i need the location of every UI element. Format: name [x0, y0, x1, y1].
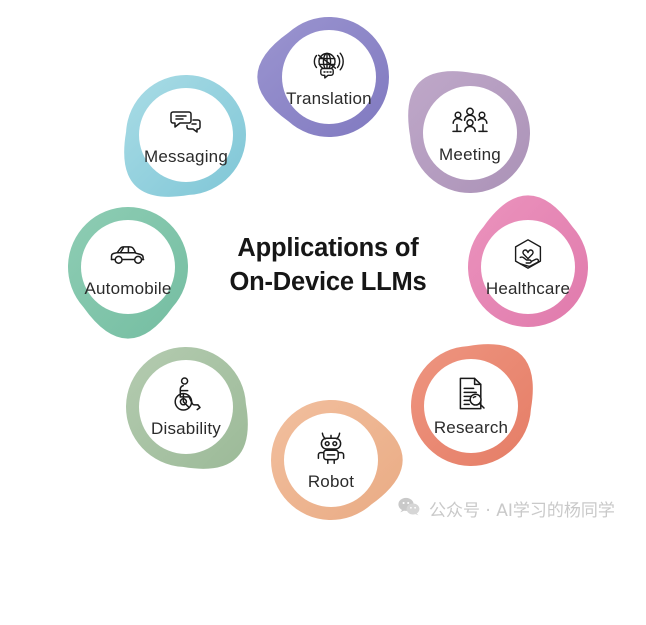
- watermark: 公众号 · AI学习的杨同学: [398, 496, 615, 521]
- center-title-line-2: On-Device LLMs: [229, 267, 427, 296]
- wechat-icon: [398, 497, 420, 521]
- center-title-line-1: Applications of: [237, 234, 419, 262]
- infographic-diagram: Messaging Translation Meeting: [68, 17, 588, 520]
- node-pin-shape: [68, 207, 188, 339]
- node-research[interactable]: Research: [306, 241, 636, 571]
- center-title: Applications of On-Device LLMs: [205, 232, 451, 299]
- watermark-text: 公众号 · AI学习的杨同学: [429, 501, 615, 521]
- node-disability[interactable]: Disability: [21, 242, 351, 572]
- node-pin-shape: [124, 75, 246, 197]
